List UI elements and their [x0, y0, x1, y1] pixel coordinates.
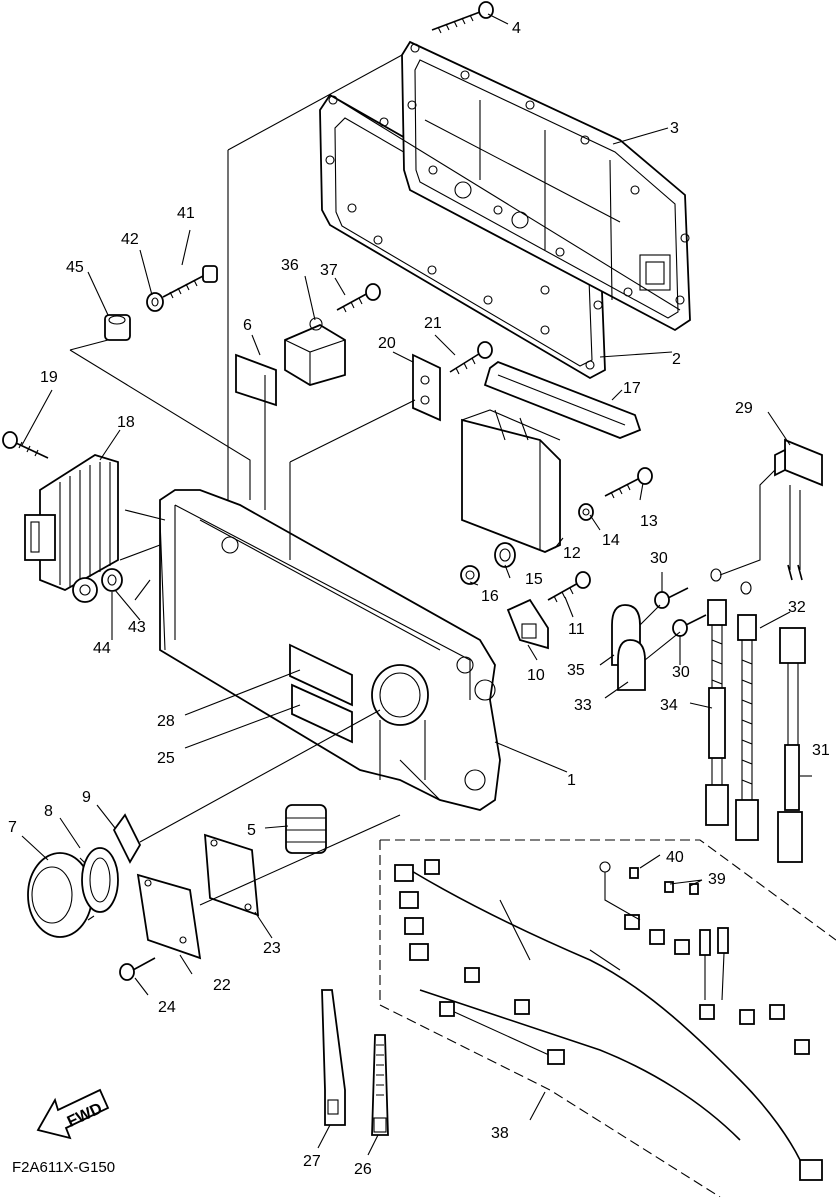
- part-label-35: 35: [567, 662, 585, 679]
- housing-part-1: [159, 489, 501, 811]
- part-label-14: 14: [602, 532, 620, 549]
- part-label-24: 24: [158, 999, 176, 1016]
- part-label-39: 39: [708, 871, 726, 888]
- part-label-7: 7: [8, 819, 17, 836]
- screw-part-11: [547, 571, 591, 603]
- part-label-13: 13: [640, 513, 658, 530]
- part-label-37: 37: [320, 262, 338, 279]
- part-label-8: 8: [44, 803, 53, 820]
- relay-part-36: [284, 317, 346, 386]
- part-label-31: 31: [812, 742, 830, 759]
- collar-part-45: [104, 314, 131, 341]
- plate-part-22: [136, 873, 202, 960]
- lead-part-34: [705, 568, 729, 826]
- part-label-10: 10: [527, 667, 545, 684]
- cover-part-3: [401, 40, 691, 332]
- part-label-12: 12: [563, 545, 581, 562]
- cap-part-33: [617, 639, 646, 691]
- part-label-22: 22: [213, 977, 231, 994]
- part-label-1: 1: [567, 772, 576, 789]
- part-label-26: 26: [354, 1161, 372, 1178]
- assembly-lines: [69, 54, 681, 906]
- screw-part-24: [119, 957, 156, 981]
- part-label-6: 6: [243, 317, 252, 334]
- part-label-11: 11: [568, 621, 585, 638]
- part-label-33: 33: [574, 697, 592, 714]
- part-label-41: 41: [177, 205, 195, 222]
- part-label-45: 45: [66, 259, 84, 276]
- diagram-code: F2A611X-G150: [12, 1159, 115, 1176]
- part-label-43: 43: [128, 619, 146, 636]
- part-label-3: 3: [670, 120, 679, 137]
- grommet-part-15: [494, 542, 516, 568]
- bracket-part-10: [506, 598, 549, 650]
- part-label-30-lower: 30: [672, 664, 690, 681]
- part-label-30-upper: 30: [650, 550, 668, 567]
- part-label-38: 38: [491, 1125, 509, 1142]
- screw-part-37: [336, 283, 381, 313]
- part-label-17: 17: [623, 380, 641, 397]
- part-label-18: 18: [117, 414, 135, 431]
- part-label-19: 19: [40, 369, 58, 386]
- screw-part-13: [604, 467, 653, 499]
- bolt-part-41: [162, 265, 218, 299]
- part-label-15: 15: [525, 571, 543, 588]
- regulator-part-18: [24, 454, 119, 591]
- leader-lines: [21, 13, 812, 1156]
- washer-part-42: [146, 292, 164, 312]
- washer-part-14: [578, 503, 594, 521]
- part-label-28: 28: [157, 713, 175, 730]
- ring-part-8: [81, 847, 119, 913]
- part-label-27: 27: [303, 1153, 321, 1170]
- part-label-2: 2: [672, 351, 681, 368]
- part-label-25: 25: [157, 750, 175, 767]
- lead-part-31: [777, 627, 806, 863]
- bracket-part-20: [412, 353, 441, 422]
- part-label-42: 42: [121, 231, 139, 248]
- part-labels: 1 2 3 4 5 6 7 8 9 10 11 12 13 14 15 16 1…: [8, 20, 830, 1178]
- grommet-part-5: [285, 804, 327, 854]
- bolt-part-30-lower: [672, 614, 707, 637]
- part-label-4: 4: [512, 20, 521, 37]
- part-label-23: 23: [263, 940, 281, 957]
- part-label-29: 29: [735, 400, 753, 417]
- part-label-5: 5: [247, 822, 256, 839]
- harness-part-38: [379, 839, 836, 1197]
- part-label-40: 40: [666, 849, 684, 866]
- nut-part-44: [72, 577, 98, 603]
- clip-part-9: [112, 813, 142, 864]
- pad-part-6: [235, 353, 277, 407]
- bolt-part-19: [2, 431, 49, 459]
- collar-part-16: [460, 565, 480, 585]
- part-label-16: 16: [481, 588, 499, 605]
- part-label-9: 9: [82, 789, 91, 806]
- fwd-arrow-icon: FWD: [36, 1088, 110, 1140]
- tie-part-26: [371, 1034, 389, 1136]
- washer-part-43: [101, 568, 123, 592]
- part-label-34: 34: [660, 697, 678, 714]
- strap-part-17: [483, 360, 642, 439]
- lead-part-32: [735, 581, 759, 841]
- ecu-part-12: [461, 409, 561, 553]
- part-label-44: 44: [93, 640, 111, 657]
- plate-part-23: [203, 833, 260, 917]
- part-label-20: 20: [378, 335, 396, 352]
- screw-part-4: [431, 1, 494, 34]
- connector-part-29: [719, 438, 823, 581]
- tie-part-27: [321, 989, 346, 1126]
- part-label-21: 21: [424, 315, 442, 332]
- screw-part-21: [449, 341, 493, 375]
- part-label-32: 32: [788, 599, 806, 616]
- part-label-36: 36: [281, 257, 299, 274]
